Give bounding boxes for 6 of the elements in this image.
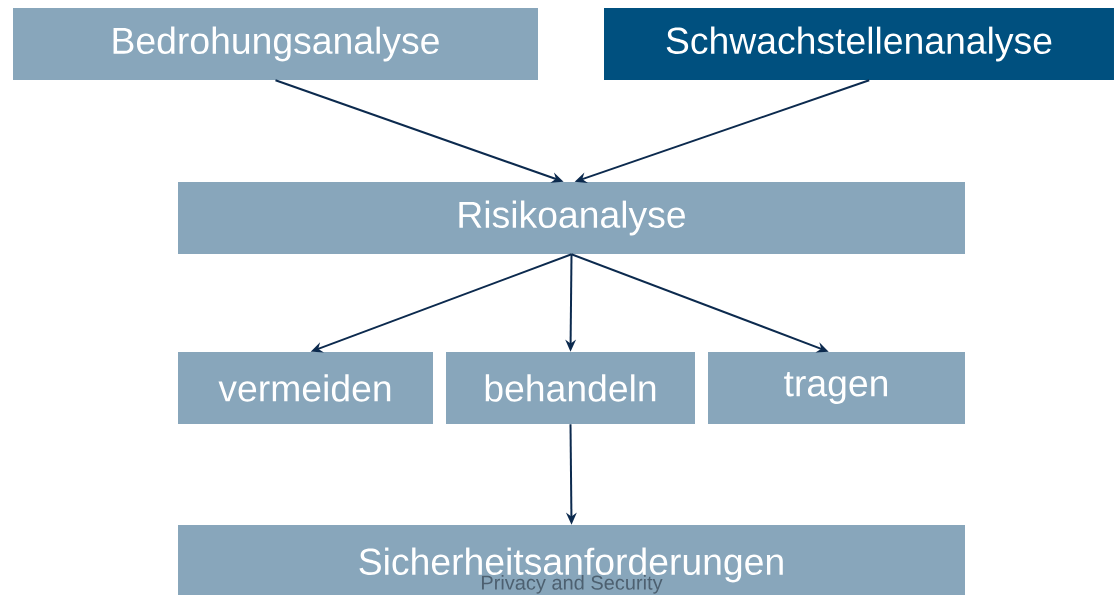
process-box: Schwachstellenanalyse <box>604 8 1114 80</box>
process-box: Risikoanalyse <box>178 182 965 254</box>
process-box: vermeiden <box>178 352 433 424</box>
process-box: behandeln <box>446 352 695 424</box>
process-box: Bedrohungsanalyse <box>13 8 538 80</box>
process-box: tragen <box>708 352 965 424</box>
